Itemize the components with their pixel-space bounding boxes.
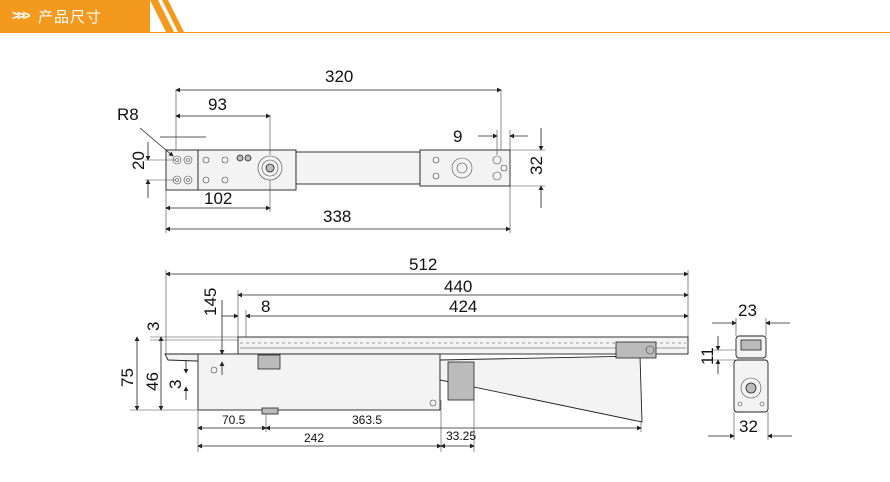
section-title: 产品尺寸 [38,8,103,26]
dim-424: 424 [449,297,477,316]
slide-track [237,336,689,355]
banner-underline [0,32,890,33]
dim-32-top: 32 [527,156,546,175]
arm-gear [447,361,475,401]
dim-242: 242 [304,431,324,445]
dim-9: 9 [453,127,462,146]
dim-363-5: 363.5 [352,413,382,427]
side-view: 512 440 8 424 145 3 75 46 3 [118,255,689,452]
banner-stripes [150,0,184,32]
dim-3-lower: 3 [166,380,185,389]
dim-93: 93 [208,95,227,114]
dim-512: 512 [409,255,437,274]
top-view: 320 93 R8 9 20 32 102 338 [117,67,546,233]
dim-145: 145 [201,288,220,316]
dim-75: 75 [118,368,137,387]
right-slide-block [419,149,511,187]
dim-46: 46 [143,372,162,391]
side-arm [439,355,643,423]
side-closer-body [197,353,441,411]
dim-70-5: 70.5 [222,413,246,427]
dim-3-top: 3 [144,322,163,331]
dim-11: 11 [698,347,717,365]
dim-32-end: 32 [739,417,758,436]
dim-338: 338 [323,207,351,226]
dim-102: 102 [204,189,232,208]
arm-rail [295,151,421,185]
dim-8: 8 [261,297,270,316]
dim-33-25: 33.25 [446,429,476,443]
dim-440: 440 [444,277,472,296]
dim-320: 320 [325,67,353,86]
end-view: 23 11 32 [698,301,792,440]
left-mount-plate [165,149,199,191]
dim-20: 20 [129,151,148,170]
section-banner: >>> 产品尺寸 [0,0,150,32]
chevrons-right-icon: >>> [12,7,30,23]
dim-23: 23 [738,301,757,320]
dim-r8: R8 [117,105,139,124]
